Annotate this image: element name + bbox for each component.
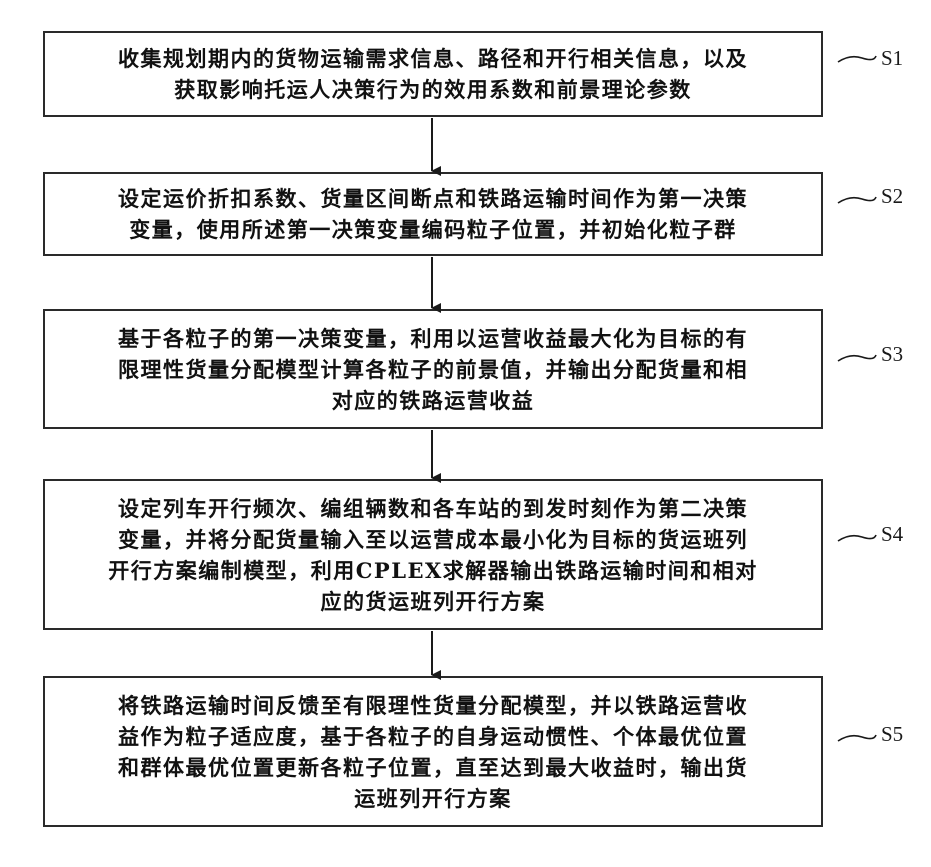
- step-box-s1: 收集规划期内的货物运输需求信息、路径和开行相关信息，以及 获取影响托运人决策行为…: [43, 31, 823, 117]
- leader-line-s5: [838, 735, 876, 741]
- leader-line-s1: [838, 56, 876, 62]
- step-box-s3: 基于各粒子的第一决策变量，利用以运营收益最大化为目标的有 限理性货量分配模型计算…: [43, 309, 823, 429]
- step-label-s2: S2: [881, 184, 903, 209]
- step-box-s2: 设定运价折扣系数、货量区间断点和铁路运输时间作为第一决策 变量，使用所述第一决策…: [43, 172, 823, 256]
- step-label-s4: S4: [881, 522, 903, 547]
- step-label-s5: S5: [881, 722, 903, 747]
- leader-line-s2: [838, 197, 876, 203]
- step-text-s2: 设定运价折扣系数、货量区间断点和铁路运输时间作为第一决策 变量，使用所述第一决策…: [108, 183, 758, 245]
- leader-line-s3: [838, 355, 876, 361]
- leader-line-s4: [838, 535, 876, 541]
- step-label-s3: S3: [881, 342, 903, 367]
- step-text-s1: 收集规划期内的货物运输需求信息、路径和开行相关信息，以及 获取影响托运人决策行为…: [108, 43, 758, 105]
- step-text-s3: 基于各粒子的第一决策变量，利用以运营收益最大化为目标的有 限理性货量分配模型计算…: [108, 323, 758, 416]
- step-box-s4: 设定列车开行频次、编组辆数和各车站的到发时刻作为第二决策 变量，并将分配货量输入…: [43, 479, 823, 630]
- step-box-s5: 将铁路运输时间反馈至有限理性货量分配模型，并以铁路运营收 益作为粒子适应度，基于…: [43, 676, 823, 827]
- step-text-s5: 将铁路运输时间反馈至有限理性货量分配模型，并以铁路运营收 益作为粒子适应度，基于…: [108, 690, 758, 814]
- step-label-s1: S1: [881, 46, 903, 71]
- step-text-s4: 设定列车开行频次、编组辆数和各车站的到发时刻作为第二决策 变量，并将分配货量输入…: [98, 493, 768, 617]
